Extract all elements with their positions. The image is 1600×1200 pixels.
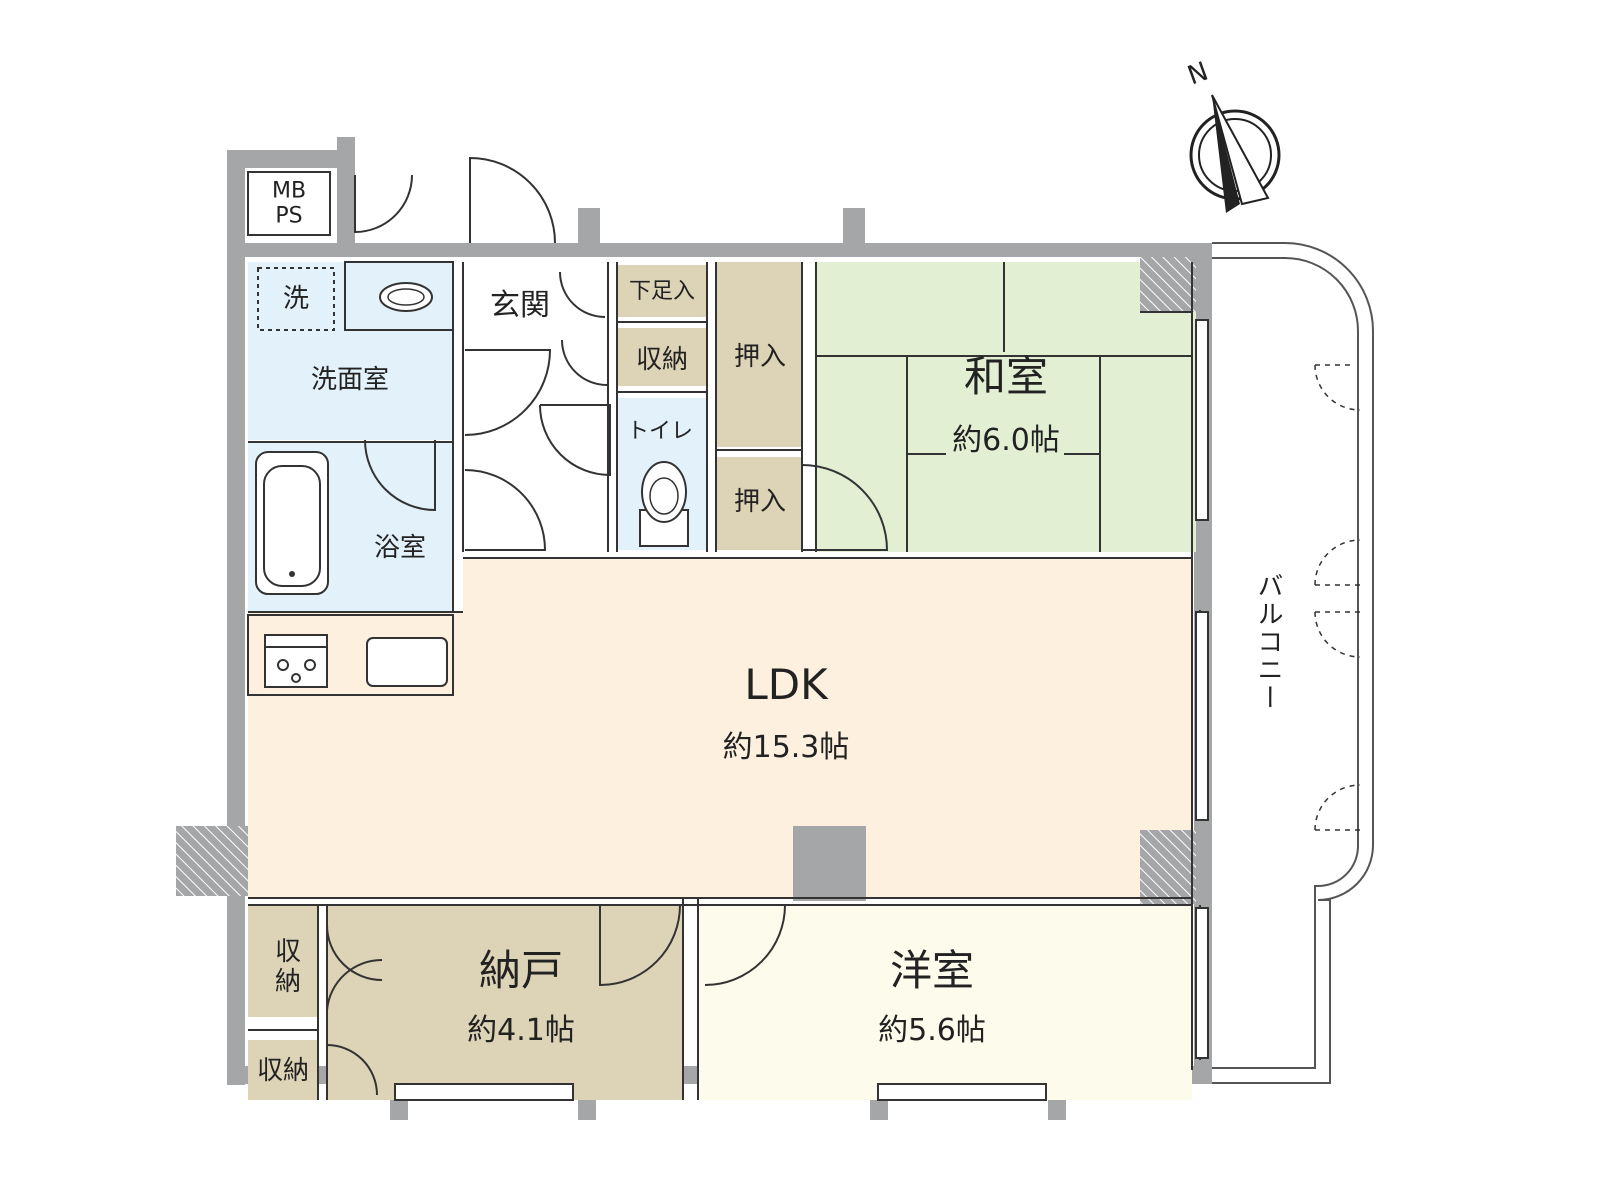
storeroom-name: 納戸: [478, 946, 564, 995]
closet-upper-label: 押入: [733, 342, 787, 372]
mbps-label: MB PS: [272, 179, 306, 230]
entrance-label: 玄関: [490, 288, 550, 323]
toilet-label: トイレ: [626, 419, 694, 444]
toilet-fixture: [639, 461, 689, 547]
shoe-storage-label: 下足入: [628, 279, 696, 304]
storage-left-upper-line1: 収: [274, 937, 302, 968]
kitchen-counter: [247, 614, 454, 696]
hall-storage-fill: [617, 328, 707, 386]
balcony-outline: [1212, 242, 1374, 1084]
storage-left-lower-label: 収納: [256, 1056, 310, 1086]
entrance-fill: [463, 262, 608, 552]
closet-lower-label: 押入: [733, 487, 787, 517]
closet-lower-fill: [716, 457, 802, 550]
ldk-corner: [1140, 830, 1196, 904]
bathtub-fixture: [255, 451, 329, 595]
mbps-line2: PS: [275, 204, 303, 229]
storage-left-upper-line2: 納: [274, 967, 302, 997]
north-compass-icon: [1189, 94, 1281, 213]
windows: [394, 319, 1209, 1101]
balcony-inner: [1212, 257, 1359, 1069]
storage-left-lower-fill: [248, 1040, 318, 1100]
washer-label: 洗: [282, 284, 310, 314]
storage-left-upper-label: 収 納: [274, 937, 302, 998]
mbps-room: [247, 171, 331, 236]
sink-fixture: [344, 261, 454, 331]
ldk-pillar: [793, 826, 866, 901]
balcony-drains: [1314, 364, 1361, 831]
japanese-corner-notch: [1140, 257, 1196, 312]
western-room-size: 約5.6帖: [878, 1013, 986, 1048]
balcony-label: バルコニー: [1253, 572, 1283, 712]
ldk-name: LDK: [744, 660, 828, 709]
shoe-storage-fill: [617, 265, 707, 317]
storeroom-fill: [327, 905, 683, 1100]
storage-left-upper-fill: [248, 905, 318, 1017]
closet-upper-fill: [716, 262, 802, 447]
ldk-size: 約15.3帖: [722, 730, 850, 765]
japanese-room-name: 和室: [963, 352, 1049, 401]
storeroom-size: 約4.1帖: [467, 1013, 575, 1048]
bath-label: 浴室: [373, 533, 427, 563]
doors: [326, 156, 889, 1096]
western-room-name: 洋室: [889, 946, 975, 995]
western-room-fill: [698, 905, 1192, 1100]
japanese-room-fill: [816, 262, 1196, 552]
ldk-upper-fill: [463, 558, 1192, 618]
tatami-lines: [816, 262, 1192, 552]
japanese-room-size: 約6.0帖: [952, 423, 1060, 458]
mbps-line1: MB: [271, 178, 307, 204]
washroom-label: 洗面室: [310, 365, 390, 395]
hall-storage-label: 収納: [635, 345, 689, 375]
washer-box: [257, 267, 335, 331]
